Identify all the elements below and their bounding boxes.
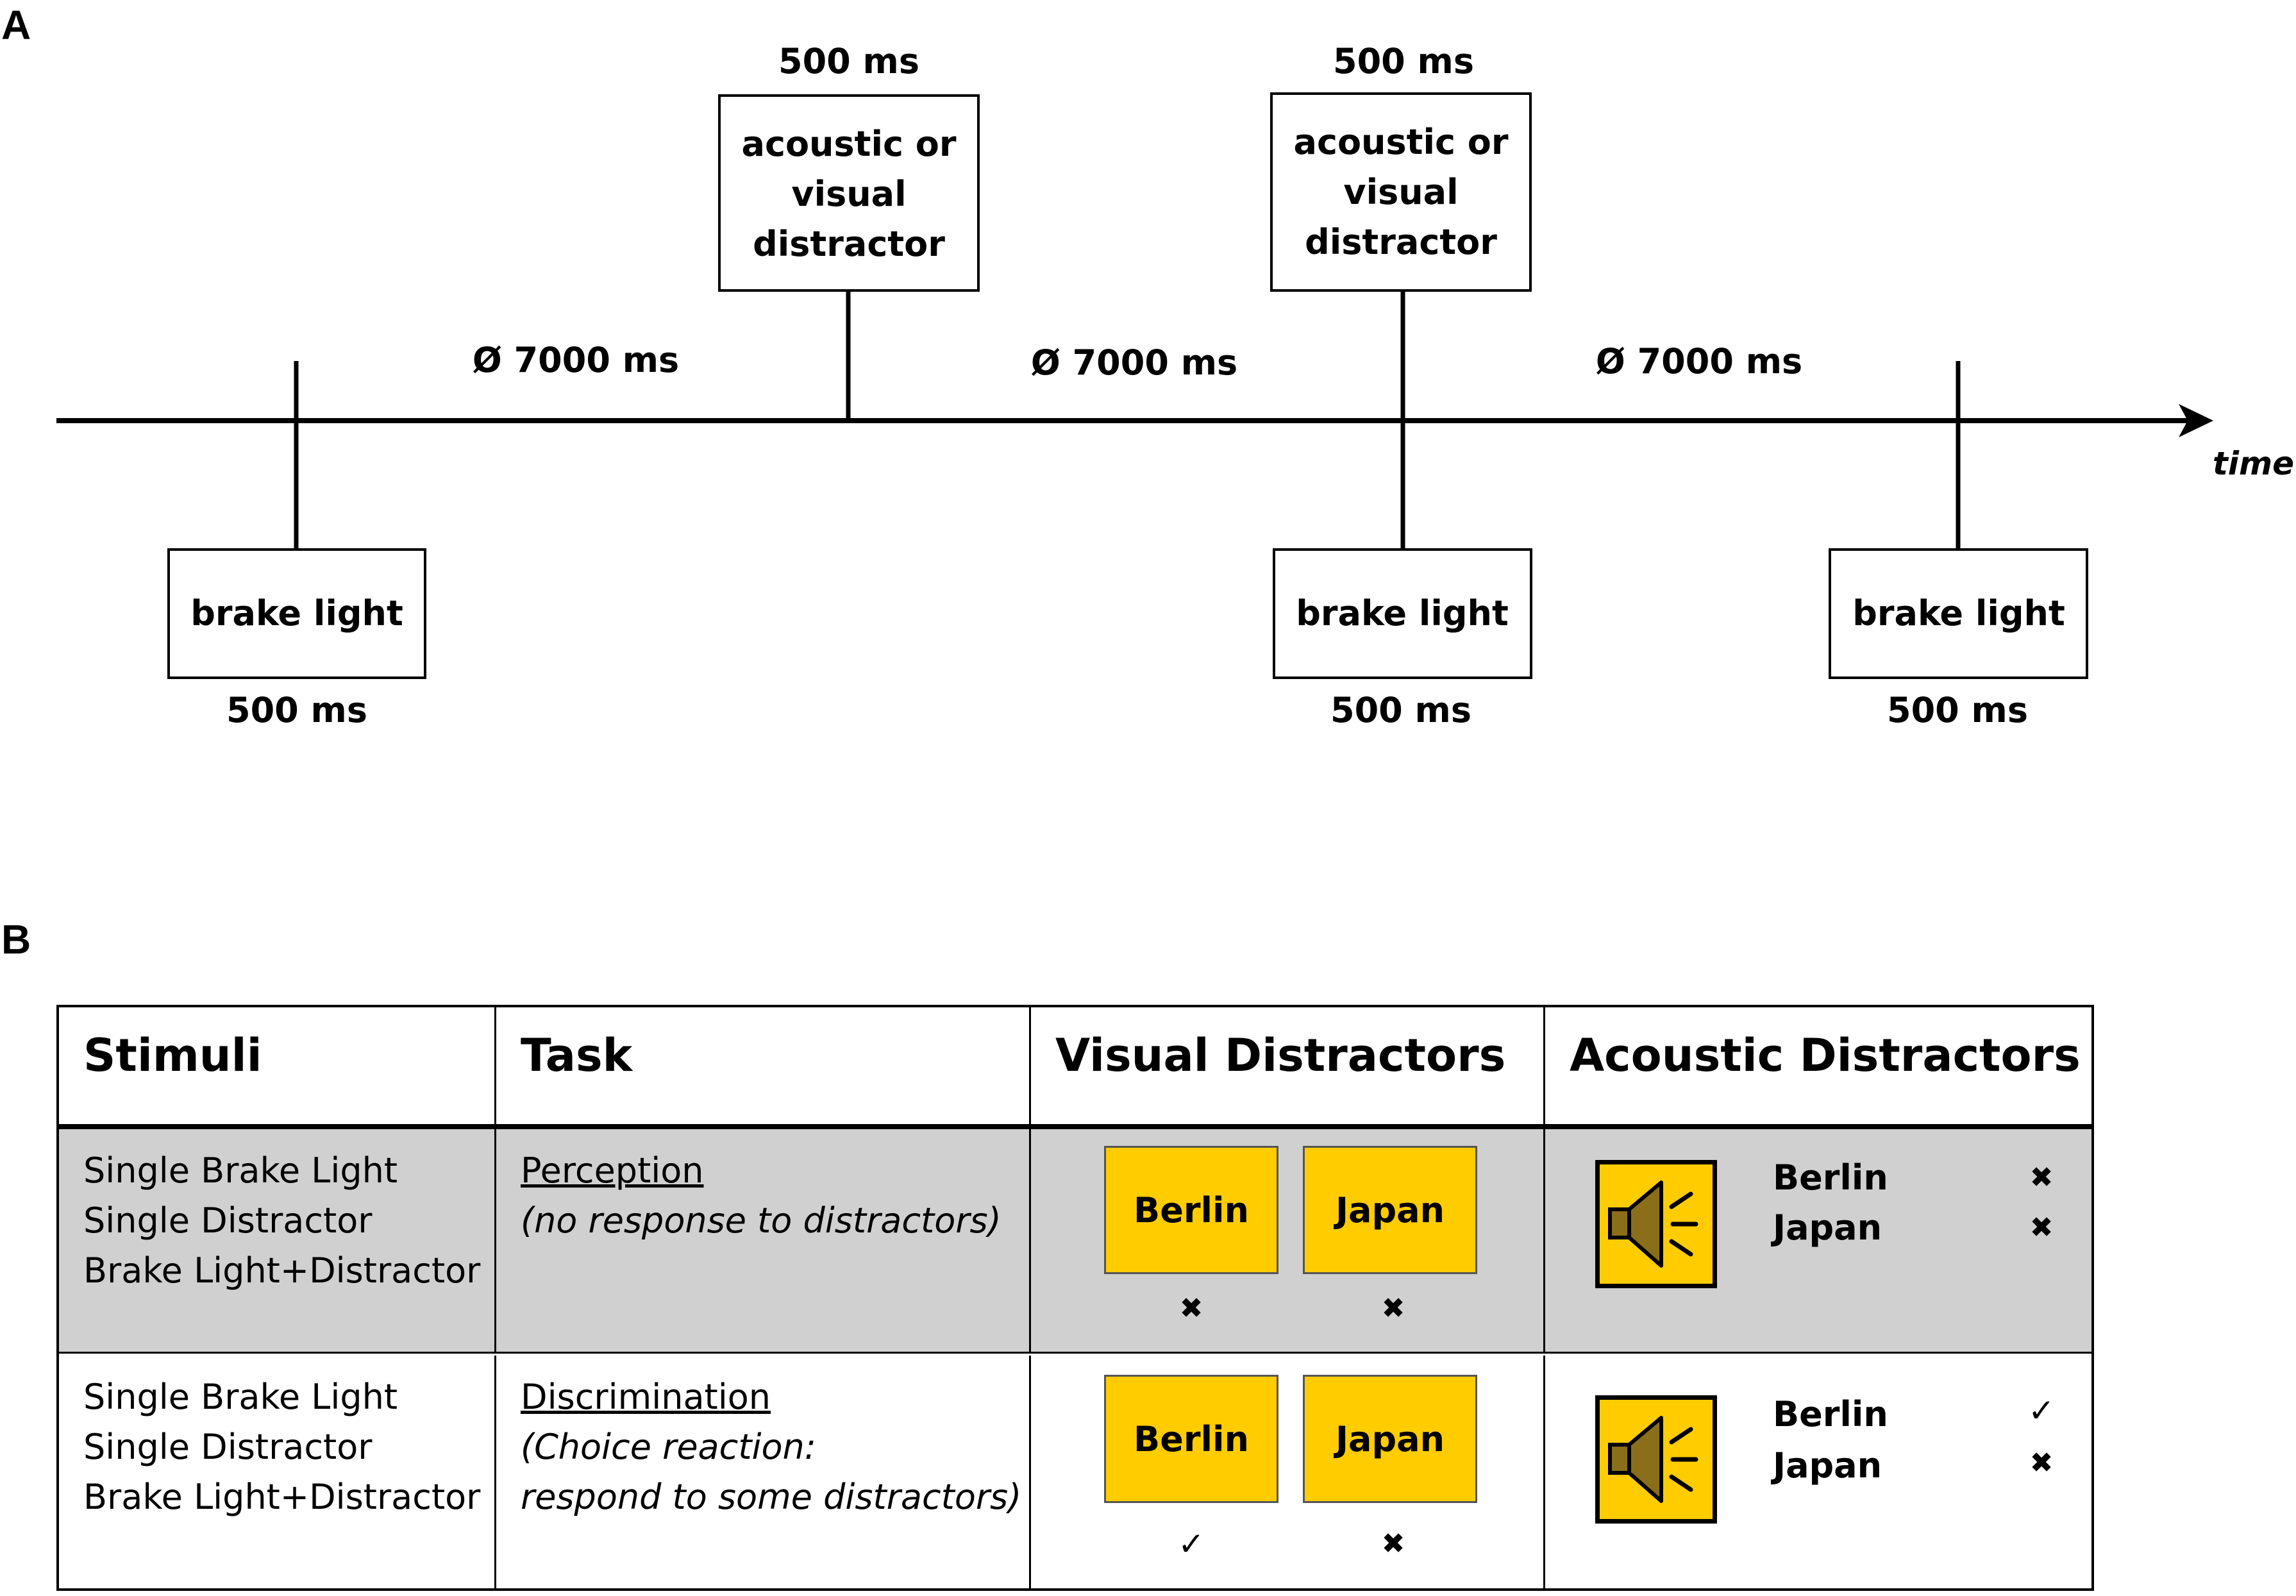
distractor-box-2-duration: 500 ms	[1333, 41, 1474, 81]
row2-stimulus-3: Brake Light+Distractor	[83, 1477, 481, 1517]
row2-speaker-icon	[1595, 1395, 1717, 1524]
brake-box-1-duration: 500 ms	[226, 690, 367, 730]
distractor-box-1-line-1: acoustic or	[742, 124, 957, 164]
row1-stimulus-2: Single Distractor	[83, 1200, 373, 1241]
row1-visual-berlin-box: Berlin	[1104, 1146, 1278, 1274]
panel-b-letter: B	[1, 916, 31, 962]
header-cell-task: Task	[494, 1007, 1029, 1124]
table-row-discrimination: Single Brake Light Single Distractor Bra…	[59, 1356, 2091, 1588]
header-task: Task	[521, 1029, 633, 1082]
task-table: Stimuli Task Visual Distractors Acoustic…	[56, 1005, 2094, 1591]
distractor-box-2-line-3: distractor	[1305, 222, 1497, 262]
header-acoustic-distractors: Acoustic Distractors	[1570, 1029, 2081, 1082]
row1-task-text: Perception (no response to distractors)	[521, 1146, 1001, 1246]
row2-acoustic-berlin: Berlin	[1773, 1394, 1888, 1434]
row1-visual-berlin-cross-icon: ✖	[1179, 1292, 1203, 1325]
row2-task-cell: Discrimination (Choice reaction: respond…	[494, 1356, 1029, 1588]
row1-visual-japan-box: Japan	[1303, 1146, 1477, 1274]
row2-stimulus-2: Single Distractor	[83, 1427, 373, 1467]
row2-visual-berlin-check-icon: ✓	[1178, 1525, 1205, 1563]
time-axis-arrowhead	[2179, 404, 2213, 437]
table-header-row: Stimuli Task Visual Distractors Acoustic…	[59, 1007, 2091, 1129]
brake-box-2-label: brake light	[1296, 593, 1509, 634]
row1-acoustic-japan: Japan	[1773, 1207, 1882, 1248]
row1-stimuli-cell: Single Brake Light Single Distractor Bra…	[59, 1129, 494, 1352]
row1-acoustic-cell: Berlin Japan ✖ ✖	[1543, 1129, 2094, 1352]
row1-speaker-icon	[1595, 1160, 1717, 1288]
header-cell-stimuli: Stimuli	[59, 1007, 494, 1124]
distractor-box-1-duration: 500 ms	[778, 41, 919, 81]
distractor-box-2-line-2: visual	[1343, 172, 1458, 212]
row2-task-text: Discrimination (Choice reaction: respond…	[521, 1372, 1021, 1522]
distractor-box-1	[718, 94, 980, 292]
row2-stimuli-cell: Single Brake Light Single Distractor Bra…	[59, 1356, 494, 1588]
panel-a-letter: A	[1, 2, 31, 48]
row2-task-desc-1: (Choice reaction:	[521, 1427, 816, 1467]
brake-box-3	[1829, 548, 2088, 679]
row1-stimulus-3: Brake Light+Distractor	[83, 1250, 481, 1291]
row2-visual-japan-box: Japan	[1303, 1375, 1477, 1503]
row1-acoustic-japan-cross-icon: ✖	[2029, 1211, 2054, 1244]
row1-stimuli-list: Single Brake Light Single Distractor Bra…	[83, 1146, 480, 1296]
distractor-box-2	[1270, 92, 1532, 292]
header-cell-visual: Visual Distractors	[1029, 1007, 1543, 1124]
timeline-diagram: time acoustic or visual distractor 500 m…	[56, 41, 2294, 730]
distractor-box-1-line-2: visual	[791, 174, 906, 214]
distractor-box-1-line-3: distractor	[753, 224, 945, 264]
table-row-perception: Single Brake Light Single Distractor Bra…	[59, 1129, 2091, 1354]
row2-visual-cell: Berlin Japan ✓ ✖	[1029, 1356, 1543, 1588]
row2-acoustic-berlin-check-icon: ✓	[2028, 1392, 2055, 1429]
header-cell-acoustic: Acoustic Distractors	[1543, 1007, 2094, 1124]
row1-acoustic-berlin-cross-icon: ✖	[2029, 1161, 2054, 1194]
interval-label-2: Ø 7000 ms	[1031, 342, 1237, 383]
row2-visual-japan-cross-icon: ✖	[1381, 1527, 1405, 1560]
brake-box-1-label: brake light	[190, 593, 403, 634]
interval-label-3: Ø 7000 ms	[1596, 341, 1802, 382]
row1-visual-japan-cross-icon: ✖	[1381, 1292, 1405, 1325]
row2-acoustic-japan-cross-icon: ✖	[2029, 1447, 2054, 1479]
brake-box-3-label: brake light	[1852, 593, 2065, 634]
brake-box-3-duration: 500 ms	[1887, 690, 2028, 730]
row1-visual-cell: Berlin Japan ✖ ✖	[1029, 1129, 1543, 1352]
row1-task-cell: Perception (no response to distractors)	[494, 1129, 1029, 1352]
row1-stimulus-1: Single Brake Light	[83, 1150, 398, 1191]
row1-acoustic-berlin: Berlin	[1773, 1157, 1888, 1198]
time-axis-label: time	[2213, 445, 2294, 482]
row1-task-desc-1: (no response to distractors)	[521, 1200, 1001, 1241]
brake-box-2	[1273, 548, 1532, 679]
row2-stimuli-list: Single Brake Light Single Distractor Bra…	[83, 1372, 480, 1522]
row2-task-desc-2: respond to some distractors)	[521, 1477, 1022, 1517]
header-visual-distractors: Visual Distractors	[1055, 1029, 1506, 1082]
brake-box-2-duration: 500 ms	[1330, 690, 1471, 730]
interval-label-1: Ø 7000 ms	[473, 340, 679, 380]
row2-acoustic-japan: Japan	[1773, 1445, 1882, 1486]
row2-task-title: Discrimination	[521, 1377, 771, 1417]
row1-task-title: Perception	[521, 1150, 704, 1191]
brake-box-1	[167, 548, 426, 679]
header-stimuli: Stimuli	[83, 1029, 262, 1082]
row2-acoustic-cell: Berlin Japan ✓ ✖	[1543, 1356, 2094, 1588]
row2-stimulus-1: Single Brake Light	[83, 1377, 398, 1417]
row2-visual-berlin-box: Berlin	[1104, 1375, 1278, 1503]
distractor-box-2-line-1: acoustic or	[1294, 122, 1509, 162]
